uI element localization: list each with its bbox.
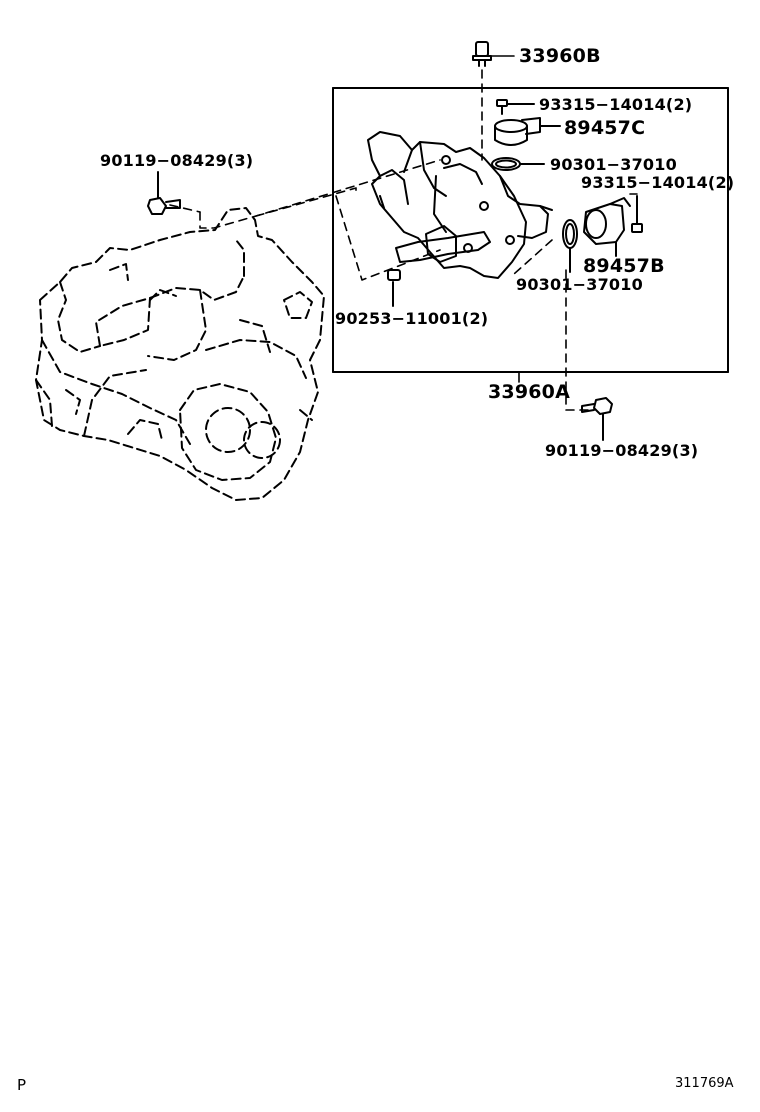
o-ring-90301-top: [491, 157, 545, 171]
label-33960b: 33960B: [519, 45, 601, 67]
transmission-housing: [35, 207, 325, 501]
label-89457b: 89457B: [583, 255, 665, 277]
label-90119-08429-right: 90119−08429(3): [545, 441, 699, 460]
plug-90253: [387, 269, 401, 307]
label-89457c: 89457C: [564, 117, 646, 139]
alignment-lines: [169, 69, 595, 411]
o-ring-90301-bottom: [562, 219, 578, 273]
bolt-93315-top: [496, 99, 535, 115]
label-90301-37010-top: 90301−37010: [550, 155, 677, 174]
label-33960a: 33960A: [488, 381, 571, 403]
shift-lever-housing: [367, 131, 553, 279]
page-mark-p: P: [17, 1076, 27, 1094]
assembly-box: [332, 87, 729, 373]
bolt-90119-left: [147, 171, 181, 215]
bolt-90119-right: [581, 397, 613, 441]
label-90301-37010-bottom: 90301−37010: [516, 275, 643, 294]
label-93315-14014-right: 93315−14014(2): [581, 173, 735, 192]
label-93315-14014-top: 93315−14014(2): [539, 95, 693, 114]
sensor-89457c: [494, 117, 561, 146]
label-90253-11001: 90253−11001(2): [335, 309, 489, 328]
sensor-pin-33960b: [472, 41, 492, 67]
leader-lines: [490, 55, 638, 383]
sensor-89457b: [583, 197, 631, 257]
bolt-93315-right: [631, 195, 643, 233]
diagram-reference-code: 311769A: [675, 1076, 734, 1091]
label-90119-08429-left: 90119−08429(3): [100, 151, 254, 170]
